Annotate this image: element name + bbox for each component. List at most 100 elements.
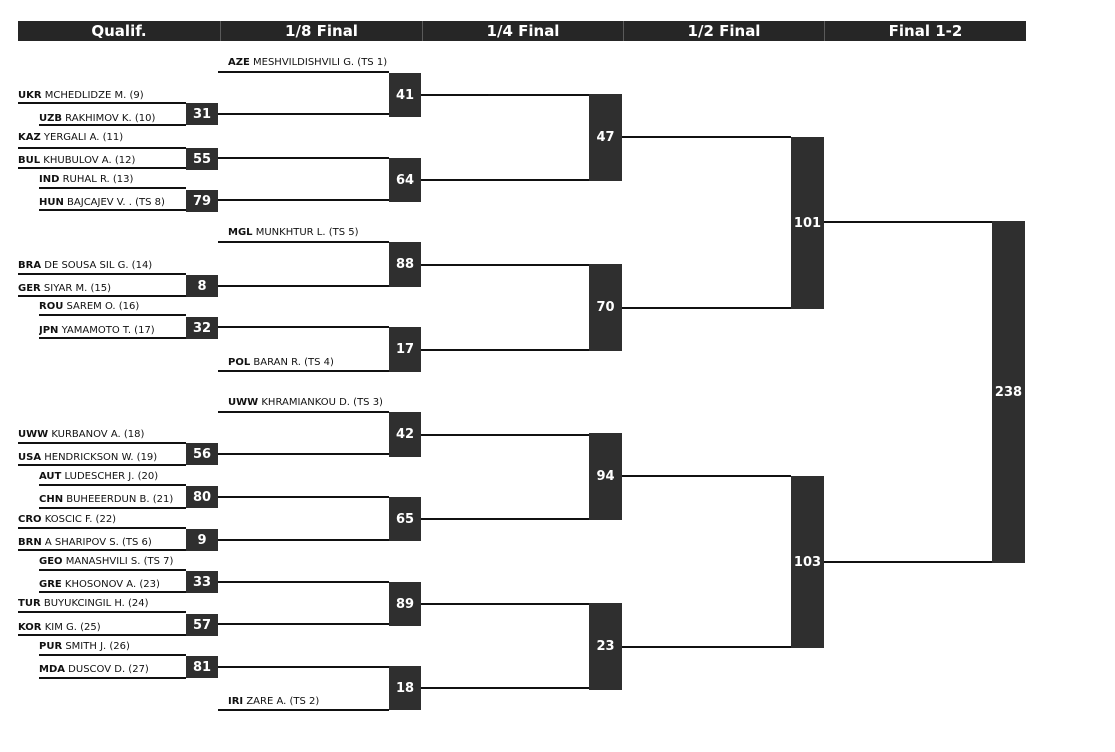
bracket-line: [18, 273, 186, 275]
country-code: CRO: [18, 514, 42, 525]
bracket-line: [218, 581, 389, 583]
country-code: AUT: [39, 471, 62, 482]
bracket-line: [421, 349, 589, 351]
country-code: UWW: [228, 397, 259, 408]
competitor-entry: BRN A SHARIPOV S. (TS 6): [18, 537, 186, 549]
bracket-line: [39, 569, 186, 571]
bracket-line: [39, 484, 186, 486]
competitor-entry: TUR BUYUKCINGIL H. (24): [18, 598, 186, 610]
country-code: UKR: [18, 90, 42, 101]
competitor-entry: ROU SAREM O. (16): [39, 301, 186, 313]
bracket-line: [824, 221, 992, 223]
bracket-line: [39, 654, 186, 656]
bracket-line: [18, 442, 186, 444]
round-label-eighth-final: 1/8 Final: [285, 22, 358, 40]
country-code: ROU: [39, 301, 64, 312]
country-code: JPN: [39, 325, 59, 336]
header-divider: [422, 21, 423, 41]
bracket-line: [39, 209, 186, 211]
bracket-line: [824, 561, 992, 563]
competitor-entry: POL BARAN R. (TS 4): [228, 357, 388, 369]
bout-number: 65: [389, 497, 421, 541]
bout-number: 101: [791, 137, 824, 309]
competitor-name: KHRAMIANKOU D. (TS 3): [258, 397, 383, 408]
header-divider: [824, 21, 825, 41]
bout-number: 56: [186, 443, 218, 465]
bracket-line: [39, 591, 186, 593]
round-label-quarter-final: 1/4 Final: [486, 22, 560, 40]
competitor-entry: GER SIYAR M. (15): [18, 283, 186, 295]
bracket-line: [421, 687, 589, 689]
round-label-final: Final 1-2: [888, 22, 963, 40]
country-code: USA: [18, 452, 42, 463]
country-code: IRI: [228, 696, 244, 707]
bracket-line: [18, 147, 186, 149]
competitor-entry: UWW KURBANOV A. (18): [18, 429, 186, 441]
bracket-line: [622, 646, 791, 648]
bracket-line: [18, 634, 186, 636]
bout-number: 80: [186, 486, 218, 508]
competitor-entry: MGL MUNKHTUR L. (TS 5): [228, 227, 408, 239]
bracket-line: [39, 337, 186, 339]
bracket-line: [39, 314, 186, 316]
bracket-line: [218, 666, 389, 668]
bracket-line: [421, 518, 589, 520]
bout-number: 79: [186, 190, 218, 212]
competitor-name: YERGALI A. (11): [40, 132, 124, 143]
competitor-name: KIM G. (25): [41, 622, 101, 633]
competitor-entry: USA HENDRICKSON W. (19): [18, 452, 186, 464]
competitor-entry: KOR KIM G. (25): [18, 622, 186, 634]
bracket-line: [39, 677, 186, 679]
competitor-entry: HUN BAJCAJEV V. . (TS 8): [39, 197, 186, 209]
competitor-name: KURBANOV A. (18): [48, 429, 145, 440]
bracket-line: [218, 539, 389, 541]
competitor-entry: BRA DE SOUSA SIL G. (14): [18, 260, 186, 272]
country-code: GEO: [39, 556, 63, 567]
bout-number: 57: [186, 614, 218, 636]
bout-number: 70: [589, 264, 622, 351]
bout-number: 94: [589, 433, 622, 520]
competitor-name: KHOSONOV A. (23): [61, 579, 160, 590]
competitor-name: LUDESCHER J. (20): [61, 471, 159, 482]
bracket-line: [18, 464, 186, 466]
bracket-line: [18, 167, 186, 169]
competitor-name: YAMAMOTO T. (17): [58, 325, 155, 336]
country-code: AZE: [228, 57, 250, 68]
bracket-line: [218, 285, 389, 287]
bracket-line: [218, 453, 389, 455]
competitor-entry: KAZ YERGALI A. (11): [18, 132, 186, 144]
competitor-entry: CHN BUHEEERDUN B. (21): [39, 494, 186, 506]
bracket-line: [18, 102, 186, 104]
round-label-qualif: Qualif.: [91, 22, 147, 40]
competitor-entry: IND RUHAL R. (13): [39, 174, 186, 186]
bracket-line: [228, 709, 389, 711]
bout-number: 18: [389, 666, 421, 710]
bout-number: 103: [791, 476, 824, 648]
header-divider: [220, 21, 221, 41]
bracket-line: [228, 71, 389, 73]
competitor-entry: IRI ZARE A. (TS 2): [228, 696, 388, 708]
competitor-name: RAKHIMOV K. (10): [62, 113, 156, 124]
country-code: UZB: [39, 113, 62, 124]
bracket-line: [421, 603, 589, 605]
country-code: GRE: [39, 579, 62, 590]
country-code: BUL: [18, 155, 41, 166]
bracket-line: [421, 179, 589, 181]
competitor-name: BUYUKCINGIL H. (24): [40, 598, 149, 609]
bracket-line: [39, 507, 186, 509]
bout-number: 64: [389, 158, 421, 202]
competitor-name: MUNKHTUR L. (TS 5): [252, 227, 359, 238]
bout-number: 238: [992, 221, 1025, 563]
competitor-name: SAREM O. (16): [63, 301, 140, 312]
competitor-name: SMITH J. (26): [62, 641, 130, 652]
country-code: MDA: [39, 664, 65, 675]
country-code: BRN: [18, 537, 42, 548]
bout-number: 55: [186, 148, 218, 170]
bracket-line: [421, 94, 589, 96]
bracket-line: [421, 264, 589, 266]
country-code: IND: [39, 174, 60, 185]
competitor-entry: GRE KHOSONOV A. (23): [39, 579, 186, 591]
competitor-entry: UZB RAKHIMOV K. (10): [39, 113, 186, 125]
competitor-name: RUHAL R. (13): [59, 174, 134, 185]
bracket-line: [18, 527, 186, 529]
